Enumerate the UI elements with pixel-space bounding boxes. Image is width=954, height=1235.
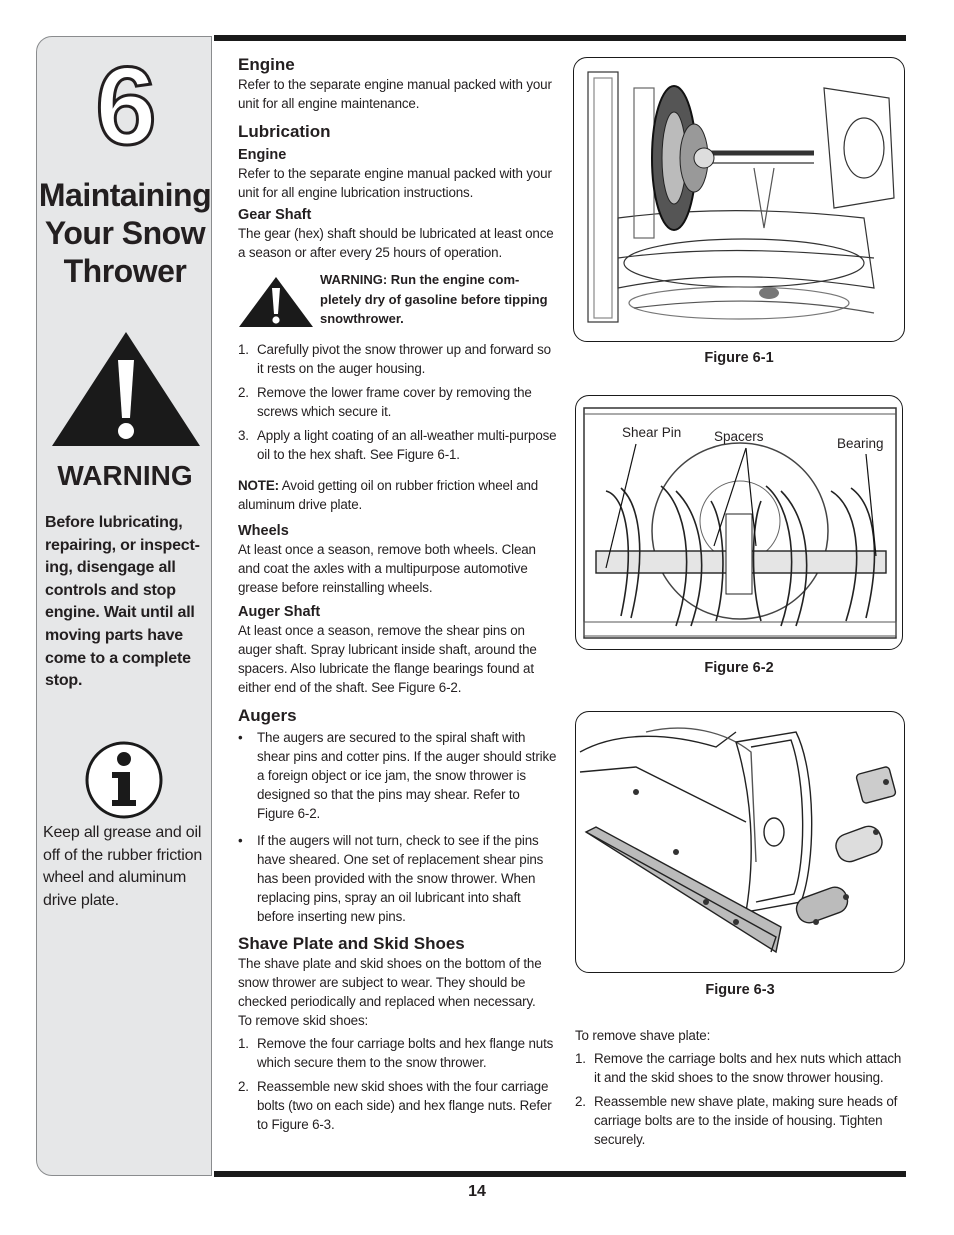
note: NOTE: Avoid getting oil on rubber fricti… (238, 476, 560, 514)
shave-plate-removal: To remove shave plate: 1. Remove the carr… (575, 1026, 905, 1154)
chapter-number: 6 (94, 46, 158, 166)
list-item: 1. Remove the carriage bolts and hex nuts… (575, 1049, 905, 1087)
paragraph: At least once a season, remove the shear… (238, 623, 537, 695)
list-item: 1. Remove the four carriage bolts and hex… (238, 1034, 560, 1072)
title-line: Maintaining (38, 177, 212, 213)
warning-text: Before lubricating, repairing, or inspec… (45, 514, 200, 690)
warning-triangle-icon (239, 277, 313, 327)
step-number: 2. (238, 385, 249, 400)
step-number: 1. (238, 1036, 249, 1051)
list-item: 3. Apply a light coating of an all-weathe… (238, 426, 560, 464)
list-item: 1. Carefully pivot the snow thrower up an… (238, 340, 560, 378)
step-text: Remove the carriage bolts and hex nuts w… (594, 1051, 902, 1085)
paragraph: Refer to the separate engine manual pack… (238, 77, 552, 111)
section-heading: Augers (238, 706, 297, 725)
warning-heading: WARNING (57, 460, 193, 491)
shave-plate-section: Shave Plate and Skid Shoes The shave pla… (238, 934, 560, 1139)
spacers-label: Spacers (714, 429, 764, 444)
step-text: Reassemble new shave plate, making sure … (594, 1094, 898, 1147)
auger-shaft-section: Auger Shaft At least once a season, remo… (238, 603, 560, 697)
step-number: 3. (238, 428, 249, 443)
figure-caption: Figure 6-3 (705, 982, 775, 998)
sub-heading: Auger Shaft (238, 604, 321, 620)
section-heading: Lubrication (238, 122, 331, 141)
lubrication-steps: 1. Carefully pivot the snow thrower up an… (238, 340, 560, 469)
step-number: 2. (238, 1079, 249, 1094)
paragraph: The gear (hex) shaft should be lubricate… (238, 226, 554, 260)
hex-shaft-illustration (587, 71, 895, 323)
list-item: 2. Reassemble new skid shoes with the fou… (238, 1077, 560, 1134)
bearing-label: Bearing (837, 436, 884, 451)
figure-6-3 (575, 711, 905, 973)
figure-caption: Figure 6-2 (704, 660, 774, 676)
section-heading: Engine (238, 55, 295, 74)
figure-6-2: Shear Pin Spacers Bearing (575, 395, 903, 650)
section-heading: Shave Plate and Skid Shoes (238, 934, 465, 953)
title-line: Thrower (63, 253, 187, 289)
list-item: 2. Remove the lower frame cover by removi… (238, 383, 560, 421)
bullet-text: The augers are secured to the spiral sha… (257, 730, 557, 821)
step-text: Reassemble new skid shoes with the four … (257, 1079, 552, 1132)
shear-pin-label: Shear Pin (622, 425, 681, 440)
note-text: Avoid getting oil on rubber friction whe… (238, 478, 539, 512)
lubrication-section: Lubrication Engine Refer to the separate… (238, 122, 560, 262)
step-text: Remove the four carriage bolts and hex f… (257, 1036, 554, 1070)
tipping-warning: WARNING: Run the engine com-pletely dry … (320, 272, 548, 326)
step-number: 1. (238, 342, 249, 357)
bottom-rule (214, 1171, 906, 1177)
figure-6-1 (573, 57, 905, 342)
paragraph: To remove shave plate: (575, 1028, 711, 1043)
bullet: • (238, 833, 243, 848)
paragraph: At least once a season, remove both whee… (238, 542, 536, 595)
step-number: 1. (575, 1051, 586, 1066)
paragraph: To remove skid shoes: (238, 1013, 369, 1028)
chapter-title: Maintaining Your Snow Thrower (36, 176, 214, 290)
info-text: Keep all grease and oil off of the rubbe… (43, 824, 203, 910)
figure-caption: Figure 6-1 (704, 350, 774, 366)
paragraph: The shave plate and skid shoes on the bo… (238, 956, 542, 1009)
sub-heading: Wheels (238, 523, 289, 539)
note-label: NOTE: (238, 478, 279, 493)
top-rule (214, 35, 906, 41)
paragraph: Refer to the separate engine manual pack… (238, 166, 552, 200)
title-line: Your Snow (44, 215, 206, 251)
list-item: • If the augers will not turn, check to s… (238, 831, 560, 926)
step-text: Remove the lower frame cover by removing… (257, 385, 532, 419)
step-text: Apply a light coating of an all-weather … (257, 428, 557, 462)
shave-plate-illustration (579, 727, 897, 954)
step-text: Carefully pivot the snow thrower up and … (257, 342, 551, 376)
sub-heading: Engine (238, 147, 287, 163)
list-item: • The augers are secured to the spiral sh… (238, 728, 560, 823)
wheels-section: Wheels At least once a season, remove bo… (238, 522, 560, 597)
info-icon (85, 741, 163, 819)
engine-section: Engine Refer to the separate engine manu… (238, 55, 560, 113)
step-number: 2. (575, 1094, 586, 1109)
bullet: • (238, 730, 243, 745)
augers-section: Augers • The augers are secured to the sp… (238, 706, 560, 931)
list-item: 2. Reassemble new shave plate, making sur… (575, 1092, 905, 1149)
warning-triangle-icon (52, 332, 200, 446)
auger-assembly-illustration: Shear Pin Spacers Bearing (583, 407, 897, 639)
svg-text:6: 6 (95, 46, 156, 166)
bullet-text: If the augers will not turn, check to se… (257, 833, 544, 924)
sub-heading: Gear Shaft (238, 207, 312, 223)
page-number: 14 (468, 1183, 486, 1200)
chapter-sidebar (36, 36, 212, 1176)
